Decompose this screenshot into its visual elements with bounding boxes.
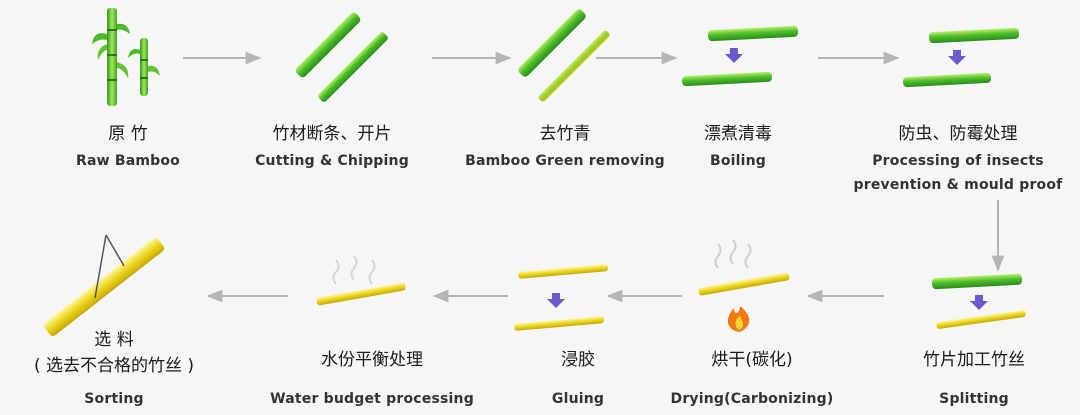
step-en-label: Water budget processing [270,391,474,407]
step-cn-label: 水份平衡处理 [321,350,423,370]
step-cn-label: 去竹青 [539,124,591,144]
down-arrow-icon [547,293,565,308]
step-splitting: 竹片加工竹丝 Splitting [923,350,1025,410]
step-en-label: Cutting & Chipping [255,153,409,169]
step-en-label: Drying(Carbonizing) [670,391,834,407]
step-cn-label: 浸胶 [561,350,595,370]
bamboo-strip-icon [295,12,388,102]
bamboo-strip-icon [43,234,165,337]
step-cn-label: 原 竹 [108,124,148,144]
step-cn-label: 竹片加工竹丝 [923,350,1025,370]
step-sorting: 选 料 ( 选去不合格的竹丝 ) Sorting [34,330,194,410]
step-water-budget: 水份平衡处理 Water budget processing [270,350,474,410]
bamboo-strip-icon [698,272,790,296]
step-cn-label: 防虫、防霉处理 [898,124,1018,144]
bamboo-strip-icon [903,27,1020,88]
steam-icon [332,255,376,285]
bamboo-strip-icon [682,25,799,87]
bamboo-strip-icon [316,282,406,306]
step-green-removing: 去竹青 Bamboo Green removing [465,124,665,172]
step-en-label: Boiling [709,153,767,169]
step-en-label: Raw Bamboo [76,153,180,169]
step-en-label: Splitting [939,391,1009,407]
bamboo-plant-icon [92,8,160,106]
step-cutting: 竹材断条、开片 Cutting & Chipping [255,124,409,172]
step-gluing: 浸胶 Gluing [552,350,604,410]
bamboo-strip-icon [518,9,610,102]
down-arrow-icon [948,50,966,65]
step-en-label: Sorting [84,391,144,407]
bamboo-strip-icon [514,264,608,331]
step-cn-label: 竹材断条、开片 [272,124,392,144]
flow-arrows [183,51,1005,303]
step-en-label: Gluing [551,391,605,407]
step-cn-label: 烘干(碳化) [711,350,793,370]
step-raw-bamboo: 原 竹 Raw Bamboo [76,124,180,172]
step-boiling: 漂煮清毒 Boiling [704,124,772,172]
step-insect-mould-proof: 防虫、防霉处理 Processing of insects prevention… [854,124,1063,196]
step-cn-label: 选 料 [94,330,134,350]
step-en-label-line2: prevention & mould proof [853,177,1063,193]
step-en-label: Bamboo Green removing [465,153,665,169]
step-drying: 烘干(碳化) Drying(Carbonizing) [670,350,833,410]
bamboo-strip-icon [932,273,1026,329]
down-arrow-icon [970,295,988,310]
step-en-label: Processing of insects [872,153,1044,169]
down-arrow-icon [725,48,743,63]
step-cn-label: 漂煮清毒 [704,124,772,144]
steam-icon [714,239,752,269]
step-cn-label-line2: ( 选去不合格的竹丝 ) [33,356,195,376]
flame-icon [727,306,750,332]
